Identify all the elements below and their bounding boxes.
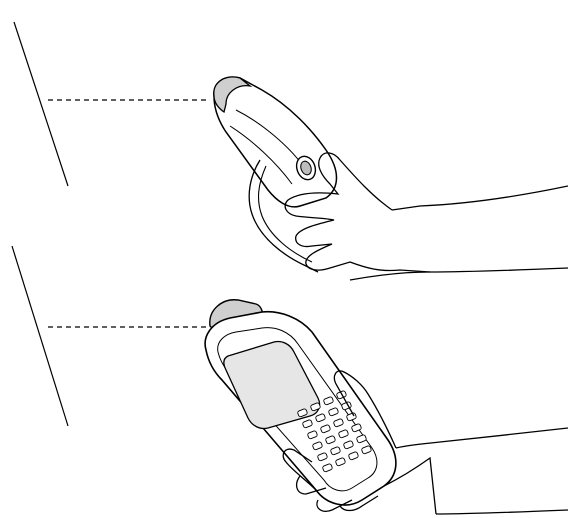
panel-top <box>14 22 568 280</box>
handheld-scanner-front-view-icon <box>205 300 396 505</box>
handheld-scanner-side-view-icon <box>214 77 337 272</box>
target-surface-line <box>12 246 68 426</box>
panel-bottom <box>12 246 568 514</box>
target-surface-line <box>14 22 68 186</box>
forearm <box>396 428 568 514</box>
forearm <box>350 186 568 280</box>
